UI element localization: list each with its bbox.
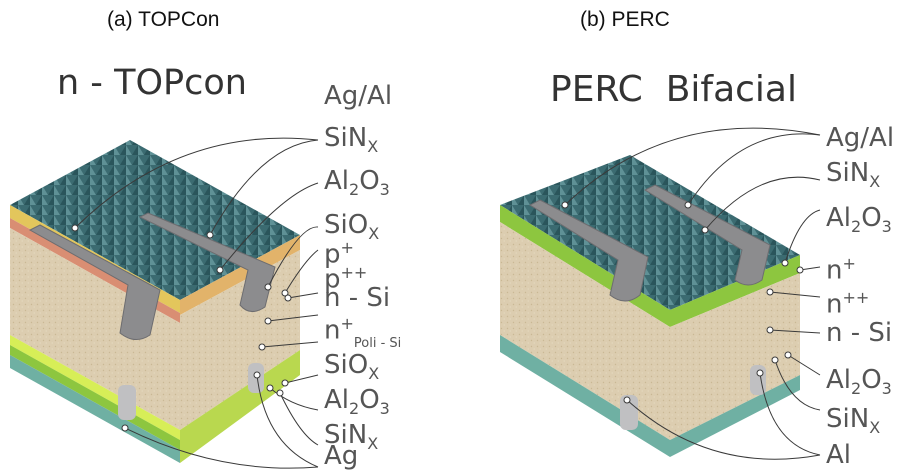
topcon-label-al2o3-top: Al2O3: [324, 166, 390, 200]
perc-bulk-side: [670, 273, 800, 440]
perc-label-nplus: n+: [826, 254, 856, 286]
perc-bulk-front: [500, 222, 670, 440]
topcon-label-sinx-top: SiNX: [324, 123, 379, 157]
perc-contact-left: [528, 199, 649, 302]
perc-label-sinx-top: SiNX: [826, 158, 881, 192]
perc-label-nplusplus: n++: [826, 288, 870, 320]
caption-a: (a) TOPCon: [107, 8, 220, 31]
perc-title: PERC Bifacial: [550, 69, 797, 110]
perc-side-top: [670, 255, 800, 327]
topcon-leader-lines: [74, 137, 319, 469]
perc-contact-right: [643, 184, 771, 286]
perc-side-bottom: [670, 375, 800, 457]
topcon-bottom-lime: [10, 335, 180, 440]
topcon-side-layers: [180, 235, 300, 315]
perc-leader-lines: [564, 127, 821, 460]
perc-label-al2o3-top: Al2O3: [826, 203, 892, 237]
topcon-rear-contact-1: [118, 385, 136, 420]
topcon-label-npoli: n+Poli - Si: [324, 314, 402, 351]
perc-textured-surface: [500, 155, 800, 310]
topcon-bulk-side: [180, 250, 300, 430]
perc-label-al2o3-bot: Al2O3: [826, 365, 892, 399]
topcon-title: n - TOPcon: [57, 63, 247, 103]
topcon-side-bottom-layers: [180, 350, 300, 463]
topcon-label-npoli-sub: Poli - Si: [353, 335, 402, 351]
topcon-label-siox-bot: SiOX: [324, 350, 380, 384]
topcon-label-siox-top: SiOX: [324, 210, 380, 244]
topcon-contact-left: [28, 224, 161, 340]
topcon-label-sinx-bot: SiNX: [324, 420, 379, 454]
perc-label-al: Al: [826, 440, 852, 470]
perc-rear-contact-1: [620, 395, 638, 430]
perc-diagram: [500, 127, 821, 460]
topcon-panel: n - TOPcon Ag/Al SiNX Al2O3 SiOX p+ p++ …: [0, 45, 440, 472]
topcon-leader-dots: [71, 224, 292, 432]
topcon-label-agal: Ag/Al: [324, 81, 393, 111]
topcon-contact-right: [138, 212, 276, 312]
perc-panel: PERC Bifacial Ag/Al SiNX Al2O3 n+ n++ n …: [470, 45, 909, 472]
topcon-label-pplus: p+: [324, 238, 354, 270]
perc-label-agal: Ag/Al: [826, 123, 895, 153]
caption-b: (b) PERC: [580, 8, 670, 31]
perc-leader-dots: [561, 201, 804, 404]
topcon-bottom-teal: [10, 355, 180, 463]
topcon-label-nsi: n - Si: [324, 283, 391, 313]
perc-label-sinx-bot: SiNX: [826, 404, 881, 438]
topcon-label-al2o3-bot: Al2O3: [324, 385, 390, 419]
perc-label-nsi: n - Si: [826, 318, 893, 348]
topcon-label-ag: Ag: [324, 441, 359, 471]
topcon-diagram: [10, 137, 319, 469]
topcon-bottom-green: [10, 345, 180, 450]
topcon-bulk-front: [10, 228, 180, 430]
topcon-label-pplusplus: p++: [324, 263, 368, 295]
